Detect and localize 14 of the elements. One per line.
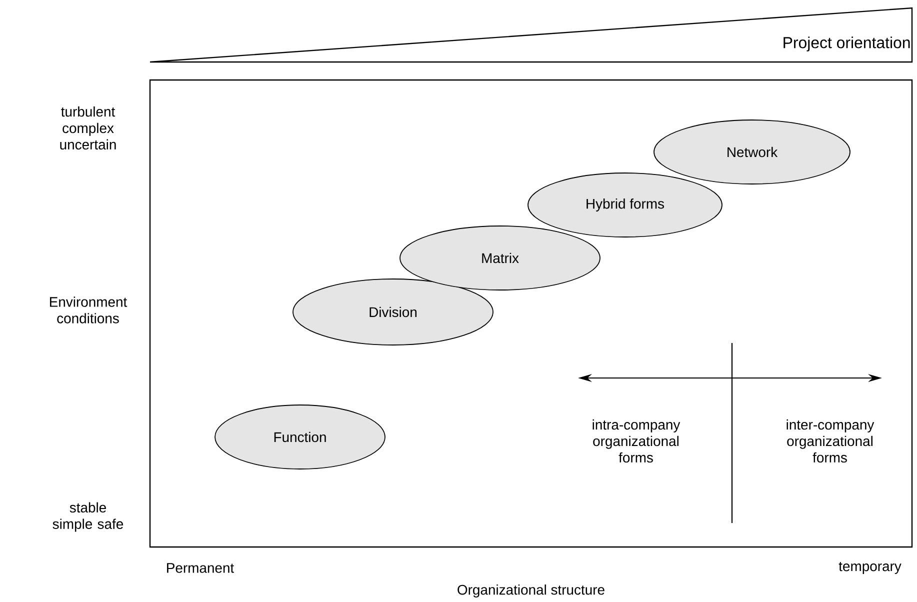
ellipse-node: Division [292, 278, 494, 346]
region-label: intra-company organizational forms [592, 419, 680, 463]
axis-label: Project orientation [784, 36, 910, 52]
ellipse-node: Hybrid forms [528, 172, 722, 238]
axis-label: stable simple safe [52, 502, 124, 532]
axis-label: Environment conditions [50, 296, 128, 324]
ellipse-node: Function [214, 404, 386, 470]
ellipse-node: Network [654, 120, 850, 184]
axis-label: temporary [838, 562, 902, 574]
axis-label: Permanent [167, 563, 234, 573]
region-label: inter-company organizational forms [786, 419, 874, 463]
axis-label: turbulent complex uncertain [60, 106, 116, 150]
ellipse-node: Matrix [400, 226, 600, 290]
axis-label: Organizational structure [458, 584, 604, 598]
